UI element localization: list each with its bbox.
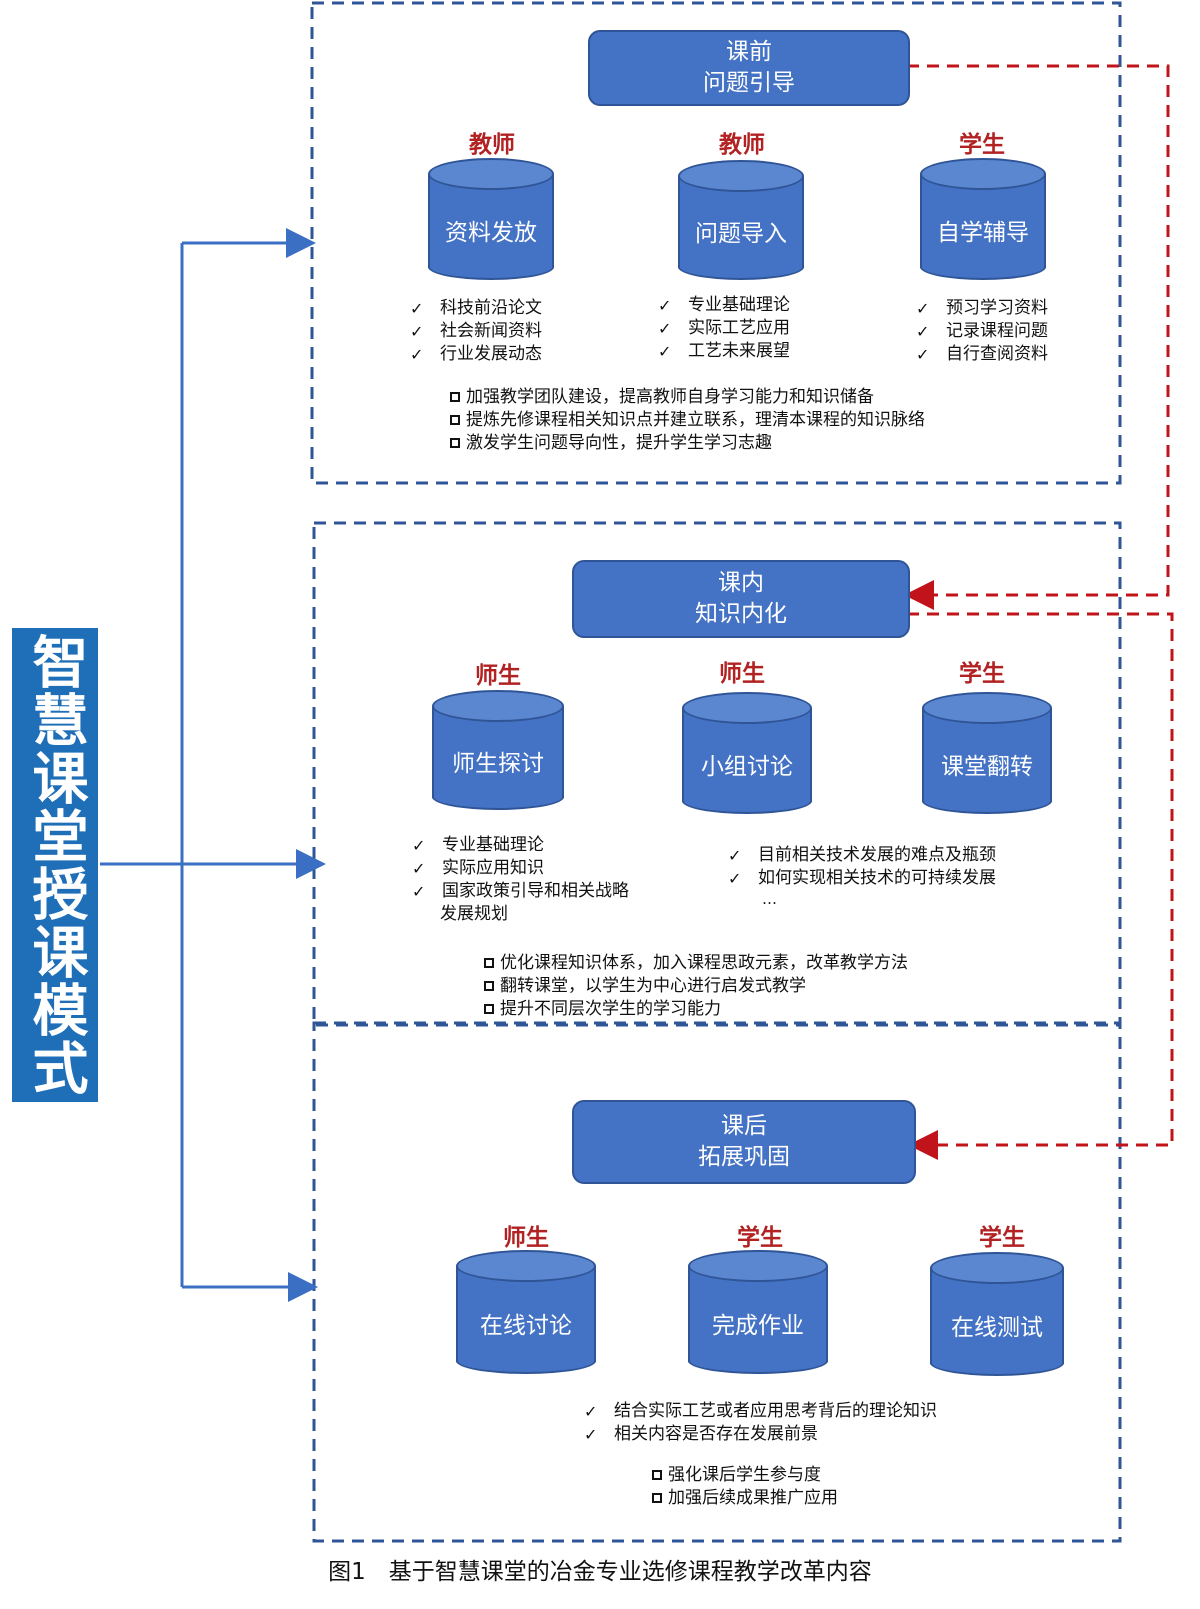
check-item: ✓相关内容是否存在发展前景 <box>584 1424 818 1444</box>
check-item: ✓专业基础理论 <box>412 835 544 855</box>
check-item: ✓实际工艺应用 <box>658 318 790 338</box>
check-item: ✓自行查阅资料 <box>916 344 1048 364</box>
check-mark-icon: ✓ <box>412 859 426 878</box>
check-item: ✓行业发展动态 <box>410 344 542 364</box>
role-label: 师生 <box>719 661 765 687</box>
stage-in-title-line2: 知识内化 <box>695 601 787 627</box>
cylinder-node-homework: 完成作业 <box>688 1250 828 1374</box>
goal-item: 激发学生问题导向性，提升学生学习志趣 <box>450 432 925 455</box>
flow-arrow-in-to-post <box>907 612 1174 1160</box>
check-mark-icon: ✓ <box>728 846 742 865</box>
cylinder-node-discussion: 师生探讨 <box>432 690 564 810</box>
role-label: 学生 <box>959 132 1005 158</box>
role-label: 学生 <box>959 661 1005 687</box>
check-item: ✓如何实现相关技术的可持续发展 <box>728 868 996 888</box>
goal-item: 加强教学团队建设，提高教师自身学习能力和知识储备 <box>450 386 925 409</box>
stage-in-title: 课内 知识内化 <box>572 560 910 638</box>
check-mark-icon: ✓ <box>658 342 672 361</box>
stage-post-title-line1: 课后 <box>721 1113 767 1139</box>
checklist-in-left: ✓专业基础理论 ✓实际应用知识 ✓国家政策引导和相关战略 发展规划 <box>412 834 629 926</box>
check-mark-icon: ✓ <box>658 296 672 315</box>
check-mark-icon: ✓ <box>412 836 426 855</box>
ellipsis: … <box>762 890 777 908</box>
role-label: 教师 <box>469 132 515 158</box>
check-mark-icon: ✓ <box>410 322 424 341</box>
check-item: ✓记录课程问题 <box>916 321 1048 341</box>
cylinder-node-problem-intro: 问题导入 <box>678 160 804 280</box>
goal-item: 强化课后学生参与度 <box>652 1464 838 1487</box>
check-mark-icon: ✓ <box>728 869 742 888</box>
check-mark-icon: ✓ <box>916 299 930 318</box>
stage-in-title-line1: 课内 <box>718 570 764 596</box>
flow-arrow-pre-to-in <box>904 64 1170 610</box>
cylinder-node-materials: 资料发放 <box>428 158 554 280</box>
role-label: 教师 <box>719 132 765 158</box>
role-label: 学生 <box>979 1225 1025 1251</box>
node-label: 自学辅导 <box>937 220 1029 246</box>
check-item: ✓实际应用知识 <box>412 858 544 878</box>
stage-post-title-line2: 拓展巩固 <box>698 1144 790 1170</box>
side-title-block: 智慧课堂授课模式 <box>12 628 98 1102</box>
goal-item: 提炼先修课程相关知识点并建立联系，理清本课程的知识脉络 <box>450 409 925 432</box>
check-item: ✓国家政策引导和相关战略 <box>412 881 629 901</box>
goal-item: 提升不同层次学生的学习能力 <box>484 998 908 1021</box>
side-title: 智慧课堂授课模式 <box>23 633 88 1097</box>
cylinder-node-group-discussion: 小组讨论 <box>682 692 812 814</box>
checklist-materials: ✓科技前沿论文 ✓社会新闻资料 ✓行业发展动态 <box>410 297 542 366</box>
check-mark-icon: ✓ <box>410 299 424 318</box>
check-item: ✓社会新闻资料 <box>410 321 542 341</box>
checklist-in-right: ✓目前相关技术发展的难点及瓶颈 ✓如何实现相关技术的可持续发展 <box>728 844 996 890</box>
check-item: ✓工艺未来展望 <box>658 341 790 361</box>
check-mark-icon: ✓ <box>658 319 672 338</box>
role-label: 学生 <box>737 1225 783 1251</box>
goal-item: 加强后续成果推广应用 <box>652 1487 838 1510</box>
stage-pre-title: 课前 问题引导 <box>588 30 910 106</box>
check-mark-icon: ✓ <box>916 345 930 364</box>
node-label: 完成作业 <box>712 1313 804 1339</box>
checklist-self-study: ✓预习学习资料 ✓记录课程问题 ✓自行查阅资料 <box>916 297 1048 366</box>
goals-pre: 加强教学团队建设，提高教师自身学习能力和知识储备 提炼先修课程相关知识点并建立联… <box>450 386 925 455</box>
node-label: 小组讨论 <box>701 754 793 780</box>
checklist-problem-intro: ✓专业基础理论 ✓实际工艺应用 ✓工艺未来展望 <box>658 294 790 363</box>
node-label: 问题导入 <box>695 221 787 247</box>
node-label: 在线讨论 <box>480 1313 572 1339</box>
stage-frame-pre <box>310 1 1122 485</box>
goals-in: 优化课程知识体系，加入课程思政元素，改革教学方法 翻转课堂，以学生为中心进行启发… <box>484 952 908 1021</box>
check-mark-icon: ✓ <box>410 345 424 364</box>
stage-post-title: 课后 拓展巩固 <box>572 1100 916 1184</box>
check-mark-icon: ✓ <box>584 1402 598 1421</box>
figure-caption: 图1 基于智慧课堂的冶金专业选修课程教学改革内容 <box>328 1559 872 1585</box>
check-item: ✓专业基础理论 <box>658 295 790 315</box>
check-item: ✓结合实际工艺或者应用思考背后的理论知识 <box>584 1401 937 1421</box>
node-label: 资料发放 <box>445 220 537 246</box>
cylinder-node-flipped-class: 课堂翻转 <box>922 692 1052 814</box>
check-item: ✓预习学习资料 <box>916 298 1048 318</box>
node-label: 课堂翻转 <box>941 754 1033 780</box>
check-mark-icon: ✓ <box>412 882 426 901</box>
node-label: 在线测试 <box>951 1315 1043 1341</box>
stage-frame-in <box>312 521 1122 1027</box>
role-label: 师生 <box>475 663 521 689</box>
goal-item: 优化课程知识体系，加入课程思政元素，改革教学方法 <box>484 952 908 975</box>
node-label: 师生探讨 <box>452 751 544 777</box>
check-item: ✓科技前沿论文 <box>410 298 542 318</box>
check-mark-icon: ✓ <box>916 322 930 341</box>
checklist-post: ✓结合实际工艺或者应用思考背后的理论知识 ✓相关内容是否存在发展前景 <box>584 1400 937 1446</box>
cylinder-node-online-discussion: 在线讨论 <box>456 1250 596 1374</box>
check-item: ✓目前相关技术发展的难点及瓶颈 <box>728 845 996 865</box>
cylinder-node-online-test: 在线测试 <box>930 1252 1064 1376</box>
check-mark-icon: ✓ <box>584 1425 598 1444</box>
stage-pre-title-line1: 课前 <box>726 39 772 65</box>
stage-pre-title-line2: 问题引导 <box>703 70 795 96</box>
cylinder-node-self-study: 自学辅导 <box>920 158 1046 280</box>
check-item-continuation: 发展规划 <box>440 904 508 924</box>
goal-item: 翻转课堂，以学生为中心进行启发式教学 <box>484 975 908 998</box>
role-label: 师生 <box>503 1225 549 1251</box>
goals-post: 强化课后学生参与度 加强后续成果推广应用 <box>652 1464 838 1510</box>
